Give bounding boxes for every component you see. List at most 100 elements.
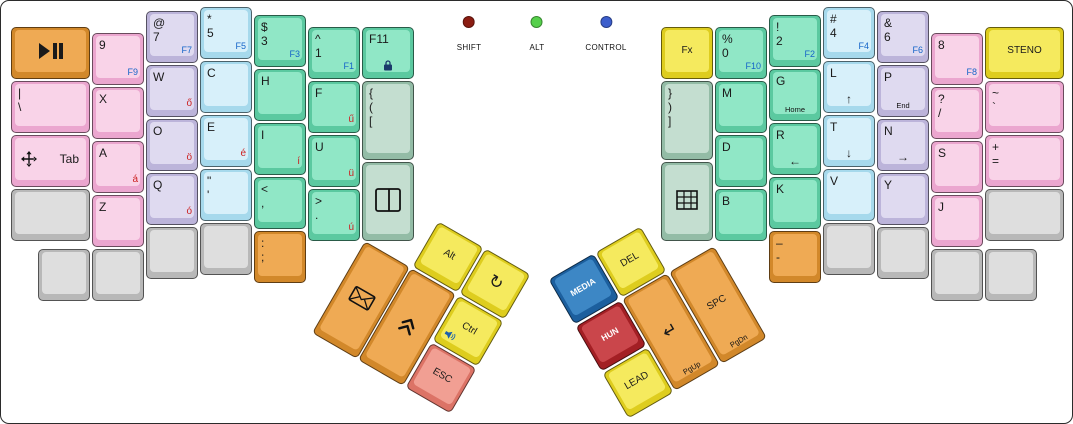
key-legend: B (722, 194, 731, 208)
key-legend: F8 (966, 67, 977, 77)
key-x[interactable]: X (92, 87, 144, 139)
key-legend: L (830, 66, 837, 80)
key-v[interactable]: V (823, 169, 875, 221)
key-blank[interactable] (985, 189, 1064, 241)
keycap-top (96, 252, 140, 294)
key-question-slash[interactable]: ?/ (931, 87, 983, 139)
keycap-top: Fx (665, 30, 709, 72)
key-blank[interactable] (146, 227, 198, 279)
keycap-top: B (719, 192, 763, 234)
key-z[interactable]: Z (92, 195, 144, 247)
key-t[interactable]: T↓ (823, 115, 875, 167)
keycap-top: Y (881, 176, 925, 218)
key-tilde-backtick[interactable]: ~` (985, 81, 1064, 133)
key-c[interactable]: C (200, 61, 252, 113)
key-legend: H (261, 74, 270, 88)
key-legend: HUN (599, 325, 621, 343)
key-blank[interactable] (931, 249, 983, 301)
key-lessthan-comma[interactable]: <, (254, 177, 306, 229)
key-blank[interactable] (38, 249, 90, 301)
key-b[interactable]: B (715, 189, 767, 241)
keycap-top (935, 252, 979, 294)
indicator-alt: ALT (530, 16, 545, 52)
keycap-top (881, 230, 925, 272)
key-play-pause[interactable] (11, 27, 90, 79)
key-legend: ; (261, 250, 265, 264)
key-legend: ↻ (485, 270, 507, 295)
keycap-top: Z (96, 198, 140, 240)
key-legend: . (315, 208, 319, 222)
move-icon (21, 151, 37, 167)
key-r[interactable]: R← (769, 123, 821, 175)
keycap-top (989, 192, 1060, 234)
key-tab[interactable]: Tab (11, 135, 90, 187)
key-ctrl[interactable]: Ctrl (432, 295, 504, 367)
key-fx[interactable]: Fx (661, 27, 713, 79)
key-y[interactable]: Y (877, 173, 929, 225)
key-legend: 2 (776, 34, 783, 48)
key-f11[interactable]: F11 (362, 27, 414, 79)
key-greaterthan-period[interactable]: >.ú (308, 189, 360, 241)
key-blank[interactable] (823, 223, 875, 275)
key-legend: 5 (207, 26, 214, 40)
key-colon-semicolon[interactable]: :; (254, 231, 306, 283)
key-legend: = (992, 154, 1000, 168)
key-grid[interactable] (661, 162, 713, 241)
key-n[interactable]: N→ (877, 119, 929, 171)
key-blank[interactable] (985, 249, 1037, 301)
keycap-top: X (96, 90, 140, 132)
key-endash-hyphen[interactable]: –- (769, 231, 821, 283)
key-quote-apostrophe[interactable]: "' (200, 169, 252, 221)
key-plus-equals[interactable]: += (985, 135, 1064, 187)
key-mail[interactable] (311, 241, 411, 359)
speaker-icon (443, 328, 457, 341)
key-fast-forward[interactable] (357, 268, 457, 386)
key-pipe-backslash[interactable]: |\ (11, 81, 90, 133)
key-close-brackets[interactable]: })] (661, 81, 713, 160)
key-m[interactable]: M (715, 81, 767, 133)
key-legend: ű (348, 114, 354, 125)
key-legend: G (776, 74, 786, 88)
key-h[interactable]: H (254, 69, 306, 121)
key-s[interactable]: S (931, 141, 983, 193)
key-d[interactable]: D (715, 135, 767, 187)
key-k[interactable]: K (769, 177, 821, 229)
key-open-brackets[interactable]: {([ (362, 81, 414, 160)
key-blank[interactable] (11, 189, 90, 241)
key-blank[interactable] (200, 223, 252, 275)
key-legend: ] (668, 114, 672, 128)
key-legend: F10 (745, 61, 761, 71)
key-steno[interactable]: STENO (985, 27, 1064, 79)
key-l[interactable]: L↑ (823, 61, 875, 113)
key-blank[interactable] (877, 227, 929, 279)
key-j[interactable]: J (931, 195, 983, 247)
key-window-split[interactable] (362, 162, 414, 241)
keycap-top: })] (665, 84, 709, 153)
key-legend: ! (776, 20, 780, 34)
key-blank[interactable] (92, 249, 144, 301)
